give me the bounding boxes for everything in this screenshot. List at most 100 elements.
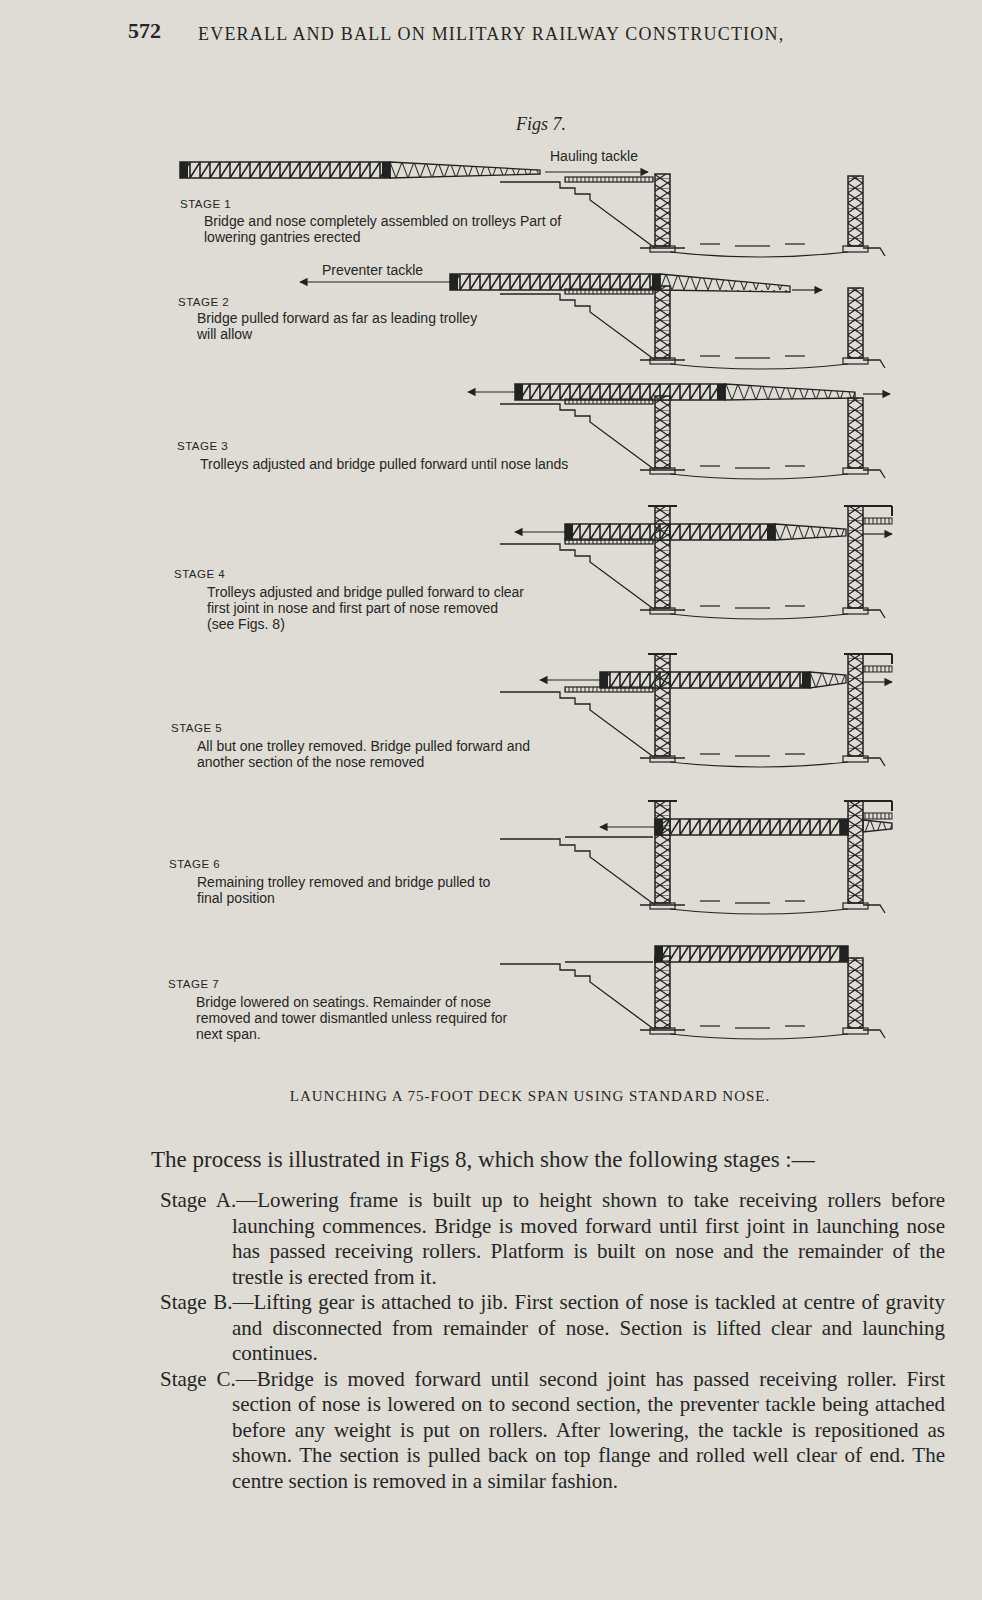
stage-7-drawing-part — [565, 962, 653, 963]
stage-5-drawing-part — [540, 679, 600, 680]
stage-1-drawing-part — [180, 162, 188, 178]
stage-5-drawing-part — [500, 692, 885, 767]
stage-description-holder: Bridge and nose completely assembled on … — [204, 213, 564, 245]
stage-label: STAGE 3 — [177, 440, 228, 453]
body-column: Stage A.—Lowering frame is built up to h… — [160, 1188, 945, 1494]
stage-3-drawing-part — [848, 398, 863, 468]
stage-description-holder: All but one trolley removed. Bridge pull… — [197, 738, 577, 770]
figure-caption-holder: LAUNCHING A 75-FOOT DECK SPAN USING STAN… — [180, 1088, 880, 1105]
stage-7-drawing-part — [500, 964, 885, 1039]
stage-label: STAGE 4 — [174, 568, 225, 581]
stage-2-drawing-part — [500, 294, 885, 369]
stage-paragraph: Stage B.—Lifting gear is attached to jib… — [160, 1290, 945, 1367]
stage-4-drawing-part — [767, 524, 775, 540]
stage-7-drawing-part — [840, 946, 848, 962]
stage-1-drawing-part — [655, 174, 670, 246]
stage-4-drawing-part — [844, 506, 892, 608]
stage-6-drawing-part — [600, 826, 655, 827]
stage-3-drawing-part — [655, 396, 670, 468]
stage-6-drawing-part — [840, 819, 848, 835]
stage-3-drawing-part — [725, 384, 855, 400]
stage-2-drawing-part — [655, 286, 670, 358]
stage-description: All but one trolley removed. Bridge pull… — [197, 738, 577, 770]
stage-6-drawing-part — [863, 820, 892, 832]
page-number: 572 — [128, 18, 161, 44]
stage-2-drawing-part — [660, 274, 790, 292]
stage-6-drawing-part — [655, 819, 663, 835]
stage-paragraph: Stage C.—Bridge is moved forward until s… — [160, 1367, 945, 1495]
stage-7-drawing — [500, 946, 885, 1039]
stage-1-drawing-part — [382, 162, 390, 178]
running-head: EVERALL AND BALL ON MILITARY RAILWAY CON… — [198, 24, 784, 45]
stage-6-drawing-part — [648, 801, 677, 903]
stage-4-drawing-part — [565, 524, 775, 540]
stage-description-holder: Bridge pulled forward as far as leading … — [197, 310, 487, 342]
stage-label-holder: STAGE 6 — [169, 858, 220, 871]
stage-label-holder: STAGE 2 — [178, 296, 229, 309]
stage-paragraph-holder: Stage C.—Bridge is moved forward until s… — [160, 1367, 945, 1495]
stage-7-drawing-part — [848, 958, 863, 1028]
stage-5-drawing — [500, 654, 892, 767]
stage-3-drawing-part — [717, 384, 725, 400]
stage-5-drawing-part — [863, 681, 892, 682]
stage-3-drawing-part — [515, 384, 523, 400]
stage-4-drawing-part — [648, 506, 677, 608]
stage-description-holder: Remaining trolley removed and bridge pul… — [197, 874, 497, 906]
stage-1-drawing — [180, 162, 885, 257]
stage-2-drawing-part — [848, 288, 863, 358]
stage-4-drawing-part — [775, 524, 846, 540]
stage-paragraph-holder: Stage B.—Lifting gear is attached to jib… — [160, 1290, 945, 1367]
stage-description: Remaining trolley removed and bridge pul… — [197, 874, 497, 906]
stage-label-holder: STAGE 4 — [174, 568, 225, 581]
stage-2-drawing-part — [300, 281, 450, 282]
stage-6-drawing-part — [655, 819, 848, 835]
figure-number-holder: Figs 7. — [516, 114, 566, 135]
stage-7-drawing-part — [655, 946, 663, 962]
stage-description: Bridge and nose completely assembled on … — [204, 213, 564, 245]
stage-3-drawing-part — [515, 384, 725, 400]
stage-label: STAGE 1 — [180, 198, 231, 211]
stage-description-holder: Trolleys adjusted and bridge pulled forw… — [207, 584, 527, 632]
stage-2-drawing-part — [652, 274, 660, 290]
tackle-label-holder: Preventer tackle — [322, 262, 423, 278]
stage-5-drawing-part — [600, 672, 608, 688]
stage-5-drawing-part — [810, 672, 846, 688]
stage-description: Bridge pulled forward as far as leading … — [197, 310, 487, 342]
stage-1-drawing-part — [390, 162, 540, 178]
stage-5-drawing-part — [844, 654, 892, 756]
stage-1-drawing-part — [848, 176, 863, 246]
stage-3-drawing-part — [468, 391, 515, 392]
stage-label: STAGE 7 — [168, 978, 219, 991]
stage-1-drawing-part — [565, 177, 653, 182]
stage-paragraph: Stage A.—Lowering frame is built up to h… — [160, 1188, 945, 1290]
body-text-holder: The process is illustrated in Figs 8, wh… — [151, 1146, 815, 1173]
running-head-holder: EVERALL AND BALL ON MILITARY RAILWAY CON… — [198, 24, 784, 45]
stage-label: STAGE 5 — [171, 722, 222, 735]
figure-number: Figs 7. — [516, 114, 566, 135]
stage-6-drawing — [500, 801, 892, 914]
stage-6-drawing-part — [844, 801, 892, 903]
stage-6-drawing-part — [500, 839, 885, 914]
stage-1-drawing-part — [180, 162, 390, 178]
stage-4-drawing — [500, 506, 892, 619]
stage-label-holder: STAGE 7 — [168, 978, 219, 991]
stage-2-drawing-part — [450, 274, 458, 290]
stage-4-drawing-part — [863, 533, 892, 534]
body-text: The process is illustrated in Figs 8, wh… — [151, 1146, 815, 1173]
stage-description-holder: Trolleys adjusted and bridge pulled forw… — [200, 456, 640, 472]
stage-description: Bridge lowered on seatings. Remainder of… — [196, 994, 516, 1042]
figure-caption: LAUNCHING A 75-FOOT DECK SPAN USING STAN… — [180, 1088, 880, 1105]
tackle-label-holder: Hauling tackle — [550, 148, 638, 164]
stage-4-drawing-part — [565, 524, 573, 540]
page-number-holder: 572 — [128, 18, 161, 44]
stage-1-drawing-part — [545, 171, 648, 172]
stage-2-drawing-part — [450, 274, 660, 290]
stage-label: STAGE 2 — [178, 296, 229, 309]
stage-label-holder: STAGE 5 — [171, 722, 222, 735]
stage-2-drawing-part — [792, 289, 822, 290]
stage-description: Trolleys adjusted and bridge pulled forw… — [207, 584, 527, 632]
stage-description: Trolleys adjusted and bridge pulled forw… — [200, 456, 640, 472]
stage-6-drawing-part — [565, 837, 653, 838]
stage-3-drawing-part — [863, 393, 890, 394]
